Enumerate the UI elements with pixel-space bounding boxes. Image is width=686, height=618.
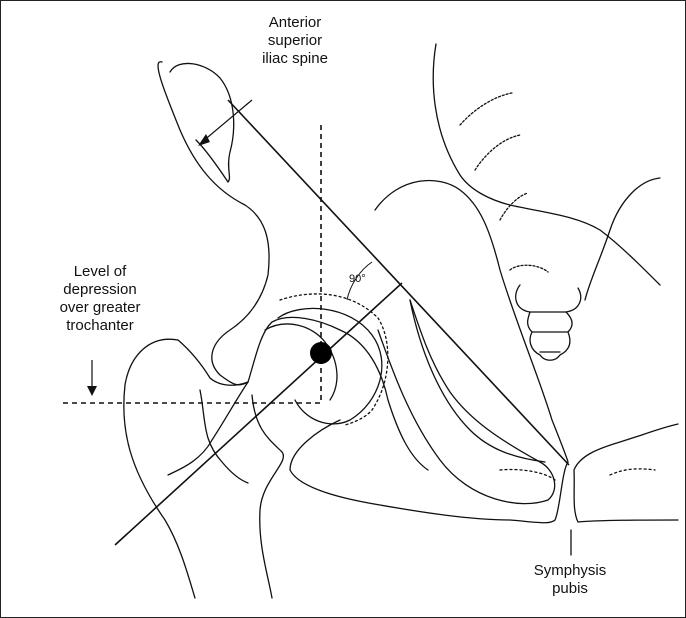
femur-shaft-left	[124, 339, 195, 598]
level-arrowhead	[87, 386, 97, 396]
symphysis-label: Symphysis pubis	[520, 562, 620, 598]
level-label-line-2: depression	[40, 281, 160, 299]
level-label-line-3: over greater	[40, 299, 160, 317]
right-pubis	[574, 424, 678, 522]
asis-to-symphysis-line	[228, 100, 569, 465]
sacrum-body	[516, 285, 581, 360]
sacrum-lines	[530, 312, 568, 352]
level-label-line-4: trochanter	[40, 317, 160, 335]
sacral-foramina	[460, 93, 548, 272]
ilium-outline	[158, 62, 428, 470]
obturator-inner	[410, 300, 545, 462]
level-label: Level of depression over greater trochan…	[40, 263, 160, 335]
asis-arrowhead	[198, 134, 210, 146]
obturator-ring	[378, 300, 555, 504]
angle-label: 90°	[349, 273, 366, 285]
asis-label: Anterior superior iliac spine	[240, 14, 350, 68]
inner-pubis-dotted	[500, 469, 555, 480]
asis-label-line-3: iliac spine	[240, 50, 350, 68]
right-pubis-dotted	[610, 469, 655, 475]
trochanter-inner	[200, 390, 248, 483]
hip-centre-dot	[310, 342, 332, 364]
femur-shaft-right	[252, 395, 283, 598]
iliac-wing-right	[433, 44, 660, 285]
symphysis-label-line-1: Symphysis	[520, 562, 620, 580]
level-label-line-1: Level of	[40, 263, 160, 281]
asis-label-line-2: superior	[240, 32, 350, 50]
asis-arrow-line	[202, 100, 252, 142]
ischium-outline	[290, 420, 568, 523]
symphysis-label-line-2: pubis	[520, 580, 620, 598]
iliac-crest-right	[585, 178, 660, 300]
asis-label-line-1: Anterior	[240, 14, 350, 32]
pelvic-brim	[375, 180, 568, 462]
